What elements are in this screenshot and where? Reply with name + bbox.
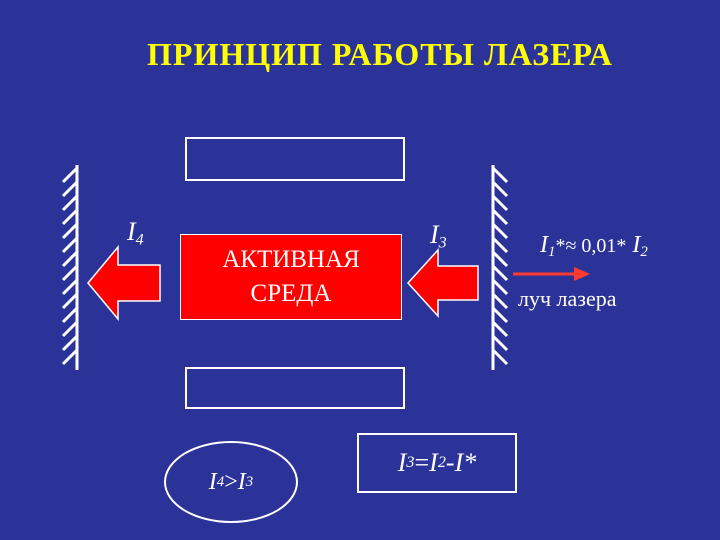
right-mirror-hatch	[491, 236, 509, 254]
left-mirror-hatch	[61, 208, 79, 226]
left-mirror-hatch	[61, 194, 79, 212]
right-mirror-hatch	[491, 208, 509, 226]
left-mirror-hatch	[61, 222, 79, 240]
right-mirror-hatch	[491, 348, 509, 366]
left-mirror-hatch	[61, 306, 79, 324]
left-mirror-hatch	[61, 278, 79, 296]
left-mirror-hatch	[61, 236, 79, 254]
right-mirror-hatch	[491, 222, 509, 240]
right-mirror-hatch	[491, 320, 509, 338]
right-mirror-hatch	[491, 334, 509, 352]
right-mirror-hatch	[491, 166, 509, 184]
label-i3: I3	[430, 220, 447, 252]
right-mirror-hatch	[491, 306, 509, 324]
active-medium: АКТИВНАЯ СРЕДА	[180, 234, 402, 320]
left-mirror-hatch	[61, 250, 79, 268]
laser-beam-label: луч лазера	[518, 286, 617, 311]
left-mirror-hatch	[61, 166, 79, 184]
left-mirror-hatch	[61, 292, 79, 310]
slide-title: ПРИНЦИП РАБОТЫ ЛАЗЕРА	[147, 36, 613, 72]
right-mirror-hatch	[491, 264, 509, 282]
right-mirror-hatch	[491, 292, 509, 310]
laser-beam-arrowhead	[574, 267, 590, 281]
right-mirror-hatch	[491, 278, 509, 296]
right-mirror-hatch	[491, 180, 509, 198]
active-medium-line2: СРЕДА	[250, 280, 332, 307]
pump-lamp-top	[185, 137, 405, 181]
right-mirror	[491, 165, 509, 370]
left-mirror-hatch	[61, 320, 79, 338]
left-mirror	[61, 165, 79, 370]
label-i4: I4	[127, 217, 144, 249]
left-mirror-hatch	[61, 348, 79, 366]
output-intensity-formula: I1*≈ 0,01* I2	[540, 232, 648, 261]
pump-lamp-bottom	[185, 367, 405, 409]
left-red-arrow	[87, 244, 161, 322]
left-mirror-hatch	[61, 180, 79, 198]
right-mirror-hatch	[491, 194, 509, 212]
right-red-arrow	[406, 248, 479, 318]
right-mirror-hatch	[491, 250, 509, 268]
left-mirror-hatch	[61, 334, 79, 352]
left-mirror-hatch	[61, 264, 79, 282]
active-medium-line1: АКТИВНАЯ	[222, 246, 360, 273]
